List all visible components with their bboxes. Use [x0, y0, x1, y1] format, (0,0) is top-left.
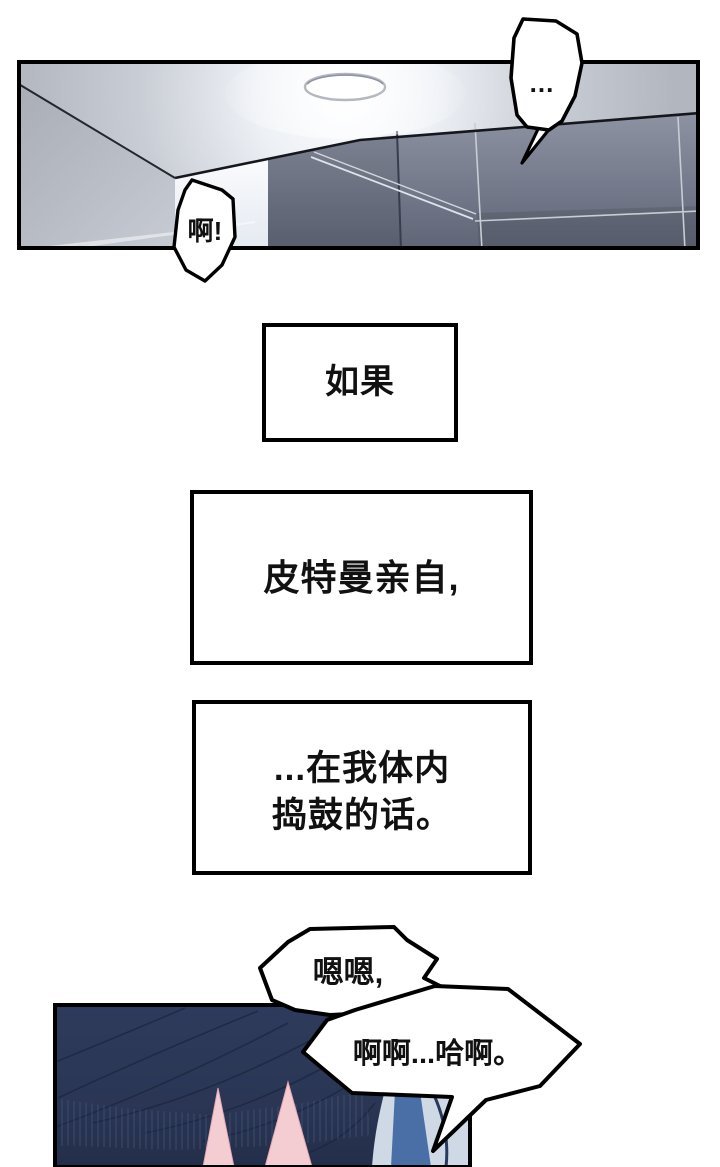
ceiling-edge-line — [174, 112, 696, 180]
speech-bubble-dots — [509, 17, 584, 165]
speech-bubble-gasp — [172, 178, 237, 283]
panel-border — [17, 60, 700, 250]
narration-text: 如果 — [325, 363, 395, 402]
corner-line — [21, 84, 176, 179]
speech-text-moan-bottom: 啊啊...哈啊。 — [352, 1038, 523, 1070]
speech-bubble-moan-bottom — [301, 984, 582, 1153]
tile-wall — [268, 113, 696, 246]
narration-box-2: 皮特曼亲自, — [190, 490, 533, 665]
narration-text-line2: 捣鼓的话。 — [271, 795, 452, 835]
bubble-tail — [520, 125, 553, 165]
left-wall — [21, 85, 175, 246]
speech-text-moan-top: 嗯嗯, — [312, 955, 384, 990]
light-glow — [225, 64, 465, 139]
narration-box-1: 如果 — [262, 323, 458, 442]
narration-text: 皮特曼亲自, — [263, 556, 460, 598]
speech-bubble-moan-top — [258, 925, 450, 1017]
ceiling-light-icon — [303, 72, 387, 102]
panel-ceiling — [17, 60, 700, 250]
speech-text-gasp: 啊! — [187, 216, 223, 246]
skin-spikes — [202, 1080, 313, 1167]
narration-box-3: ...在我体内 捣鼓的话。 — [192, 700, 532, 875]
narration-text-line1: ...在我体内 — [273, 749, 451, 789]
speech-text-dots: ... — [529, 68, 555, 98]
